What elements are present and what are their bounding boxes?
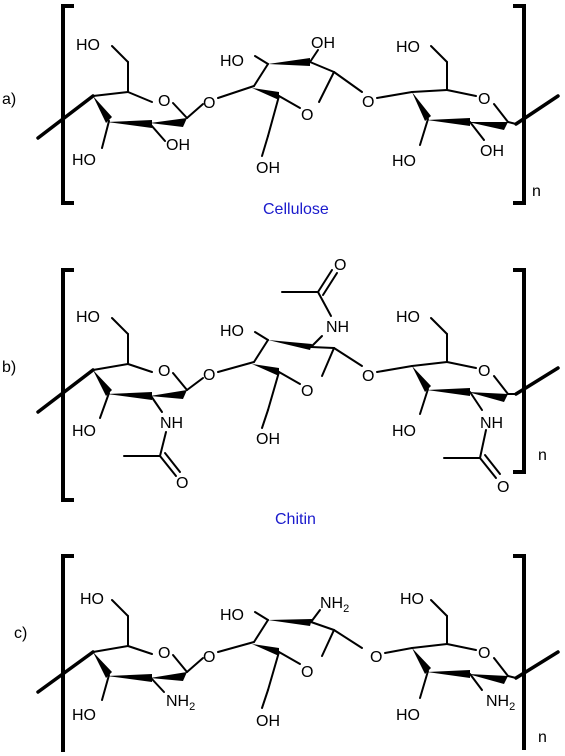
chitosan-structure: c) n HO O HO NH2 O [14, 554, 560, 752]
repeat-n: n [538, 447, 547, 464]
chain-end-right [514, 366, 560, 396]
u3-bottom-left-hydroxyl: HO [392, 153, 416, 170]
glycosidic-oxygen-1: O [203, 95, 215, 112]
u3-ring-oxygen: O [478, 363, 490, 380]
chain-end-right [514, 94, 560, 126]
u2-top-left-hydroxyl: HO [220, 607, 244, 624]
u1-top-hydroxyl: HO [76, 37, 100, 54]
right-bracket [513, 4, 526, 205]
u1-carbonyl-oxygen: O [176, 475, 188, 492]
u3-bottom-left-hydroxyl: HO [392, 423, 416, 440]
u3-carbonyl-oxygen: O [497, 479, 509, 496]
u2-amine-nh: NH [320, 595, 343, 612]
cellulose-structure: a) n HO O HO OH O [2, 4, 560, 218]
u1-amine-subscript: 2 [189, 701, 195, 713]
u1-bottom-left-hydroxyl: HO [72, 423, 96, 440]
glycosidic-oxygen-2: O [370, 649, 382, 666]
u1-bottom-left-hydroxyl: HO [72, 152, 96, 169]
u3-bottom-left-hydroxyl: HO [396, 707, 420, 724]
u2-ring-oxygen: O [301, 383, 313, 400]
u3-bottom-right-hydroxyl: OH [480, 143, 504, 160]
u1-top-hydroxyl: HO [76, 309, 100, 326]
u1-top-hydroxyl: HO [80, 591, 104, 608]
u3-ring-oxygen: O [478, 91, 490, 108]
u1-ring-oxygen: O [158, 93, 170, 110]
repeat-n: n [532, 183, 541, 200]
u1-amine: NH2 [166, 693, 195, 713]
panel-label-b: b) [2, 359, 16, 376]
u2-ring-oxygen: O [301, 107, 313, 124]
u3-top-hydroxyl: HO [396, 39, 420, 56]
right-bracket [513, 268, 526, 474]
u3-top-hydroxyl: HO [400, 591, 424, 608]
chain-end-left [36, 650, 95, 694]
u2-amide-nh: NH [326, 319, 349, 336]
glycosidic-oxygen-1: O [203, 649, 215, 666]
left-bracket [61, 4, 74, 205]
u3-amine-subscript: 2 [509, 701, 515, 713]
repeat-n: n [538, 729, 547, 746]
u3-top-hydroxyl: HO [396, 309, 420, 326]
left-bracket [61, 268, 74, 502]
glycosidic-oxygen-1: O [203, 367, 215, 384]
u2-top-right-hydroxyl: OH [311, 35, 335, 52]
u1-amine-nh: NH [166, 693, 189, 710]
chain-end-right [514, 650, 560, 680]
u2-carbonyl-oxygen: O [334, 257, 346, 274]
u2-top-left-hydroxyl: HO [220, 53, 244, 70]
glycosidic-oxygen-2: O [362, 368, 374, 385]
left-bracket [61, 554, 74, 752]
u1-ring-oxygen: O [158, 645, 170, 662]
right-bracket [513, 554, 526, 750]
u1-amide-nh: NH [160, 415, 183, 432]
panel-label-c: c) [14, 625, 27, 642]
chain-end-left [36, 94, 95, 140]
u2-top-left-hydroxyl: HO [220, 323, 244, 340]
panel-label-a: a) [2, 91, 16, 108]
u2-bottom-hydroxyl: OH [256, 431, 280, 448]
u3-ring-oxygen: O [478, 645, 490, 662]
u2-bottom-hydroxyl: OH [256, 713, 280, 730]
chitin-structure: b) n HO O HO NH O O [2, 257, 560, 528]
caption-chitin: Chitin [275, 511, 316, 528]
u2-ring-oxygen: O [301, 664, 313, 681]
u1-ring-oxygen: O [158, 363, 170, 380]
caption-cellulose: Cellulose [263, 201, 329, 218]
u1-bottom-left-hydroxyl: HO [72, 707, 96, 724]
u1-bottom-right-hydroxyl: OH [166, 137, 190, 154]
u3-amide-nh: NH [480, 415, 503, 432]
u2-amine-subscript: 2 [343, 603, 349, 615]
u3-amine-nh: NH [486, 693, 509, 710]
u2-bottom-hydroxyl: OH [256, 160, 280, 177]
chain-end-left [36, 368, 95, 414]
u2-amine: NH2 [320, 595, 349, 615]
u3-amine: NH2 [486, 693, 515, 713]
glycosidic-oxygen-2: O [362, 94, 374, 111]
